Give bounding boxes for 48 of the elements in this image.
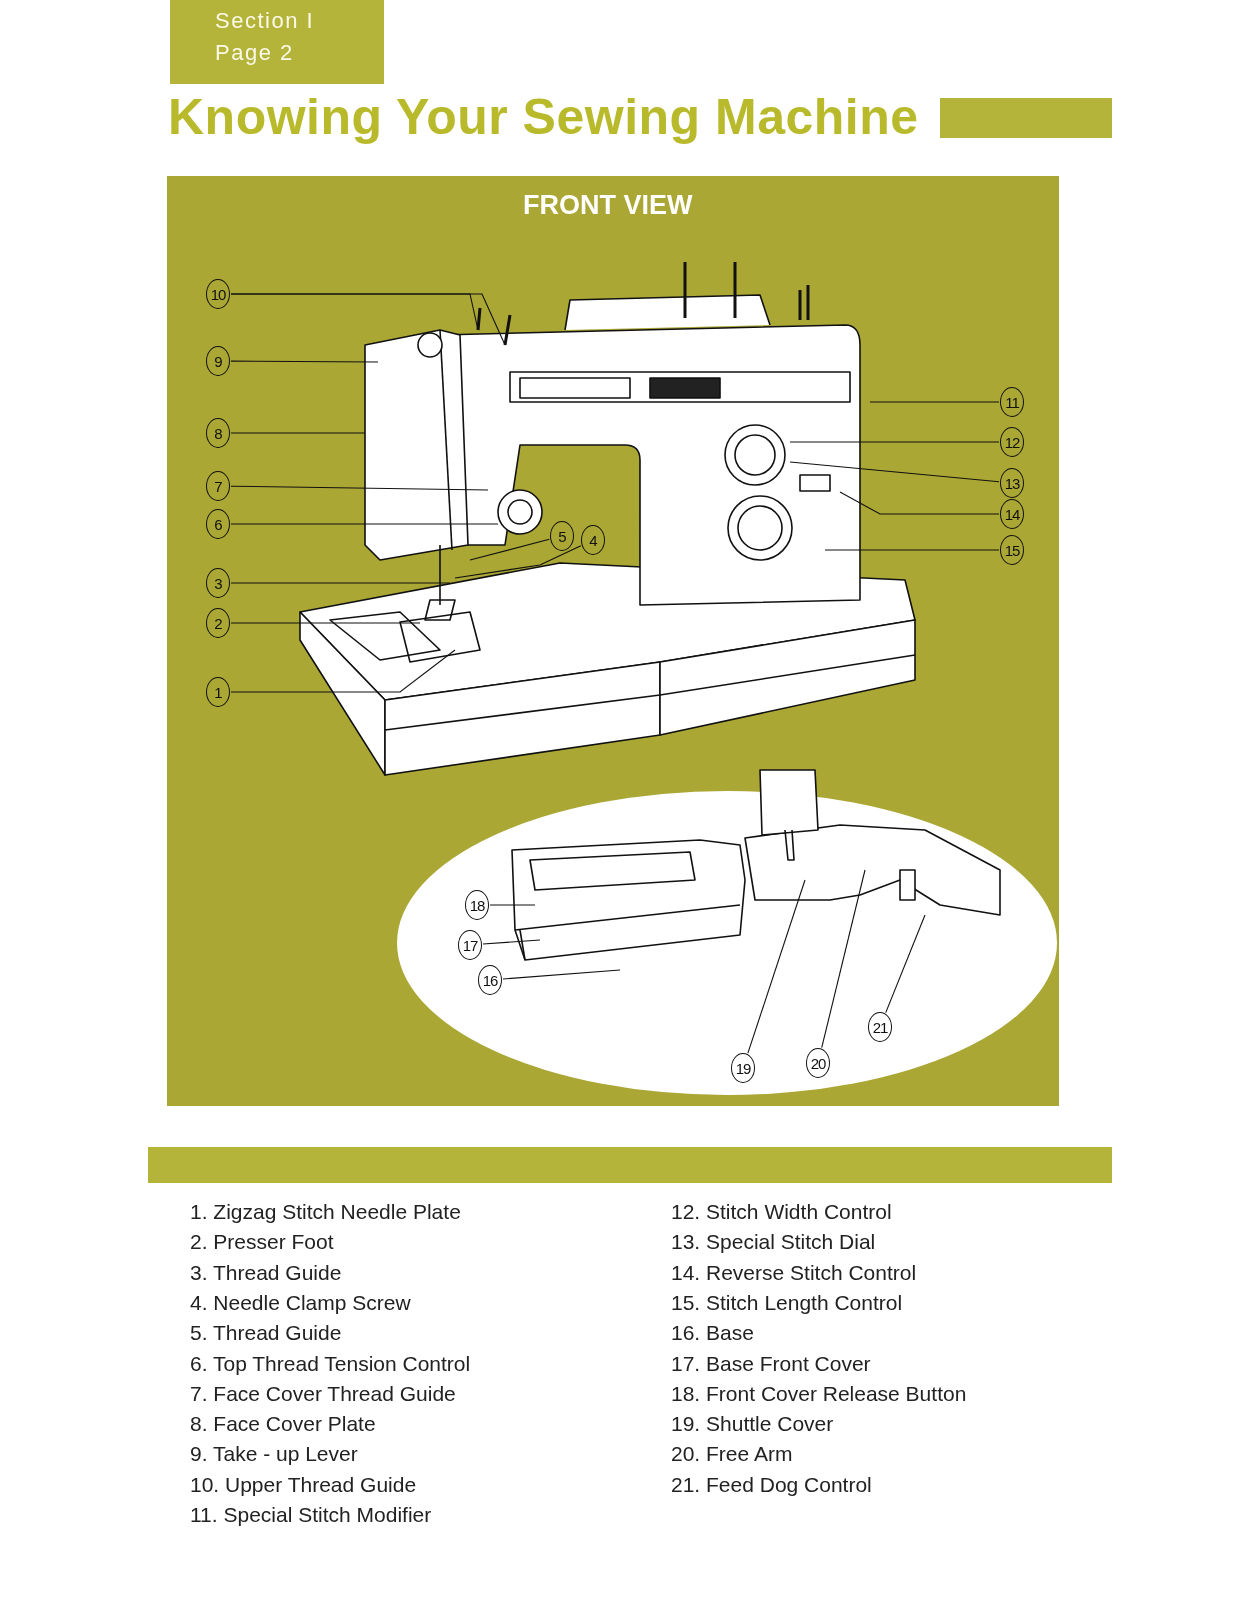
parts-list-item: 11. Special Stitch Modifier — [190, 1503, 432, 1527]
leader-line — [789, 441, 1000, 443]
parts-list-item: 6. Top Thread Tension Control — [190, 1351, 471, 1376]
leader-line — [839, 491, 1000, 515]
parts-list-item: 1. Zigzag Stitch Needle Plate — [190, 1200, 461, 1224]
leader-line — [230, 582, 451, 584]
leader-line — [230, 293, 506, 346]
leader-line — [469, 538, 550, 561]
page-label: Page 2 — [215, 40, 294, 66]
leader-line — [230, 523, 499, 525]
parts-list-item: 14. Reverse Stitch Control — [671, 1260, 917, 1285]
parts-list-item: 3. Thread Guide — [190, 1260, 342, 1285]
page-title: Knowing Your Sewing Machine — [168, 88, 919, 146]
parts-list-item: 13. Special Stitch Dial — [671, 1230, 876, 1255]
leader-line — [482, 939, 541, 945]
leader-line — [454, 545, 582, 579]
parts-list-item: 19. Shuttle Cover — [671, 1412, 834, 1437]
leader-line — [230, 432, 366, 434]
parts-list-item: 21. Feed Dog Control — [671, 1472, 872, 1497]
leader-line — [824, 549, 1000, 551]
parts-list-item: 15. Stitch Length Control — [671, 1290, 903, 1315]
leader-line — [489, 904, 536, 906]
leader-line — [230, 622, 421, 624]
parts-list-item: 2. Presser Foot — [190, 1230, 334, 1255]
leader-line — [789, 461, 1000, 483]
leader-line — [230, 649, 456, 693]
leader-line — [885, 914, 926, 1014]
parts-list-item: 4. Needle Clamp Screw — [190, 1290, 411, 1315]
section-label: Section I — [215, 8, 315, 34]
parts-list-item: 17. Base Front Cover — [671, 1351, 871, 1376]
parts-list-item: 5. Thread Guide — [190, 1321, 342, 1346]
parts-list-item: 7. Face Cover Thread Guide — [190, 1381, 456, 1406]
parts-list-item: 10. Upper Thread Guide — [190, 1472, 417, 1497]
leader-line — [502, 969, 621, 980]
parts-list-item: 20. Free Arm — [671, 1442, 793, 1467]
parts-list-item: 16. Base — [671, 1321, 754, 1346]
view-heading: FRONT VIEW — [523, 190, 693, 221]
parts-list-item: 8. Face Cover Plate — [190, 1412, 376, 1437]
parts-list-item: 12. Stitch Width Control — [671, 1200, 892, 1224]
leader-line — [230, 360, 379, 363]
leader-line — [821, 869, 866, 1049]
divider-band — [148, 1147, 1112, 1183]
title-bar — [940, 98, 1112, 138]
leader-line — [230, 485, 489, 491]
leader-line — [869, 401, 1000, 403]
leader-line — [747, 879, 806, 1054]
parts-list-item: 18. Front Cover Release Button — [671, 1381, 967, 1406]
parts-list-item: 9. Take - up Lever — [190, 1442, 358, 1467]
